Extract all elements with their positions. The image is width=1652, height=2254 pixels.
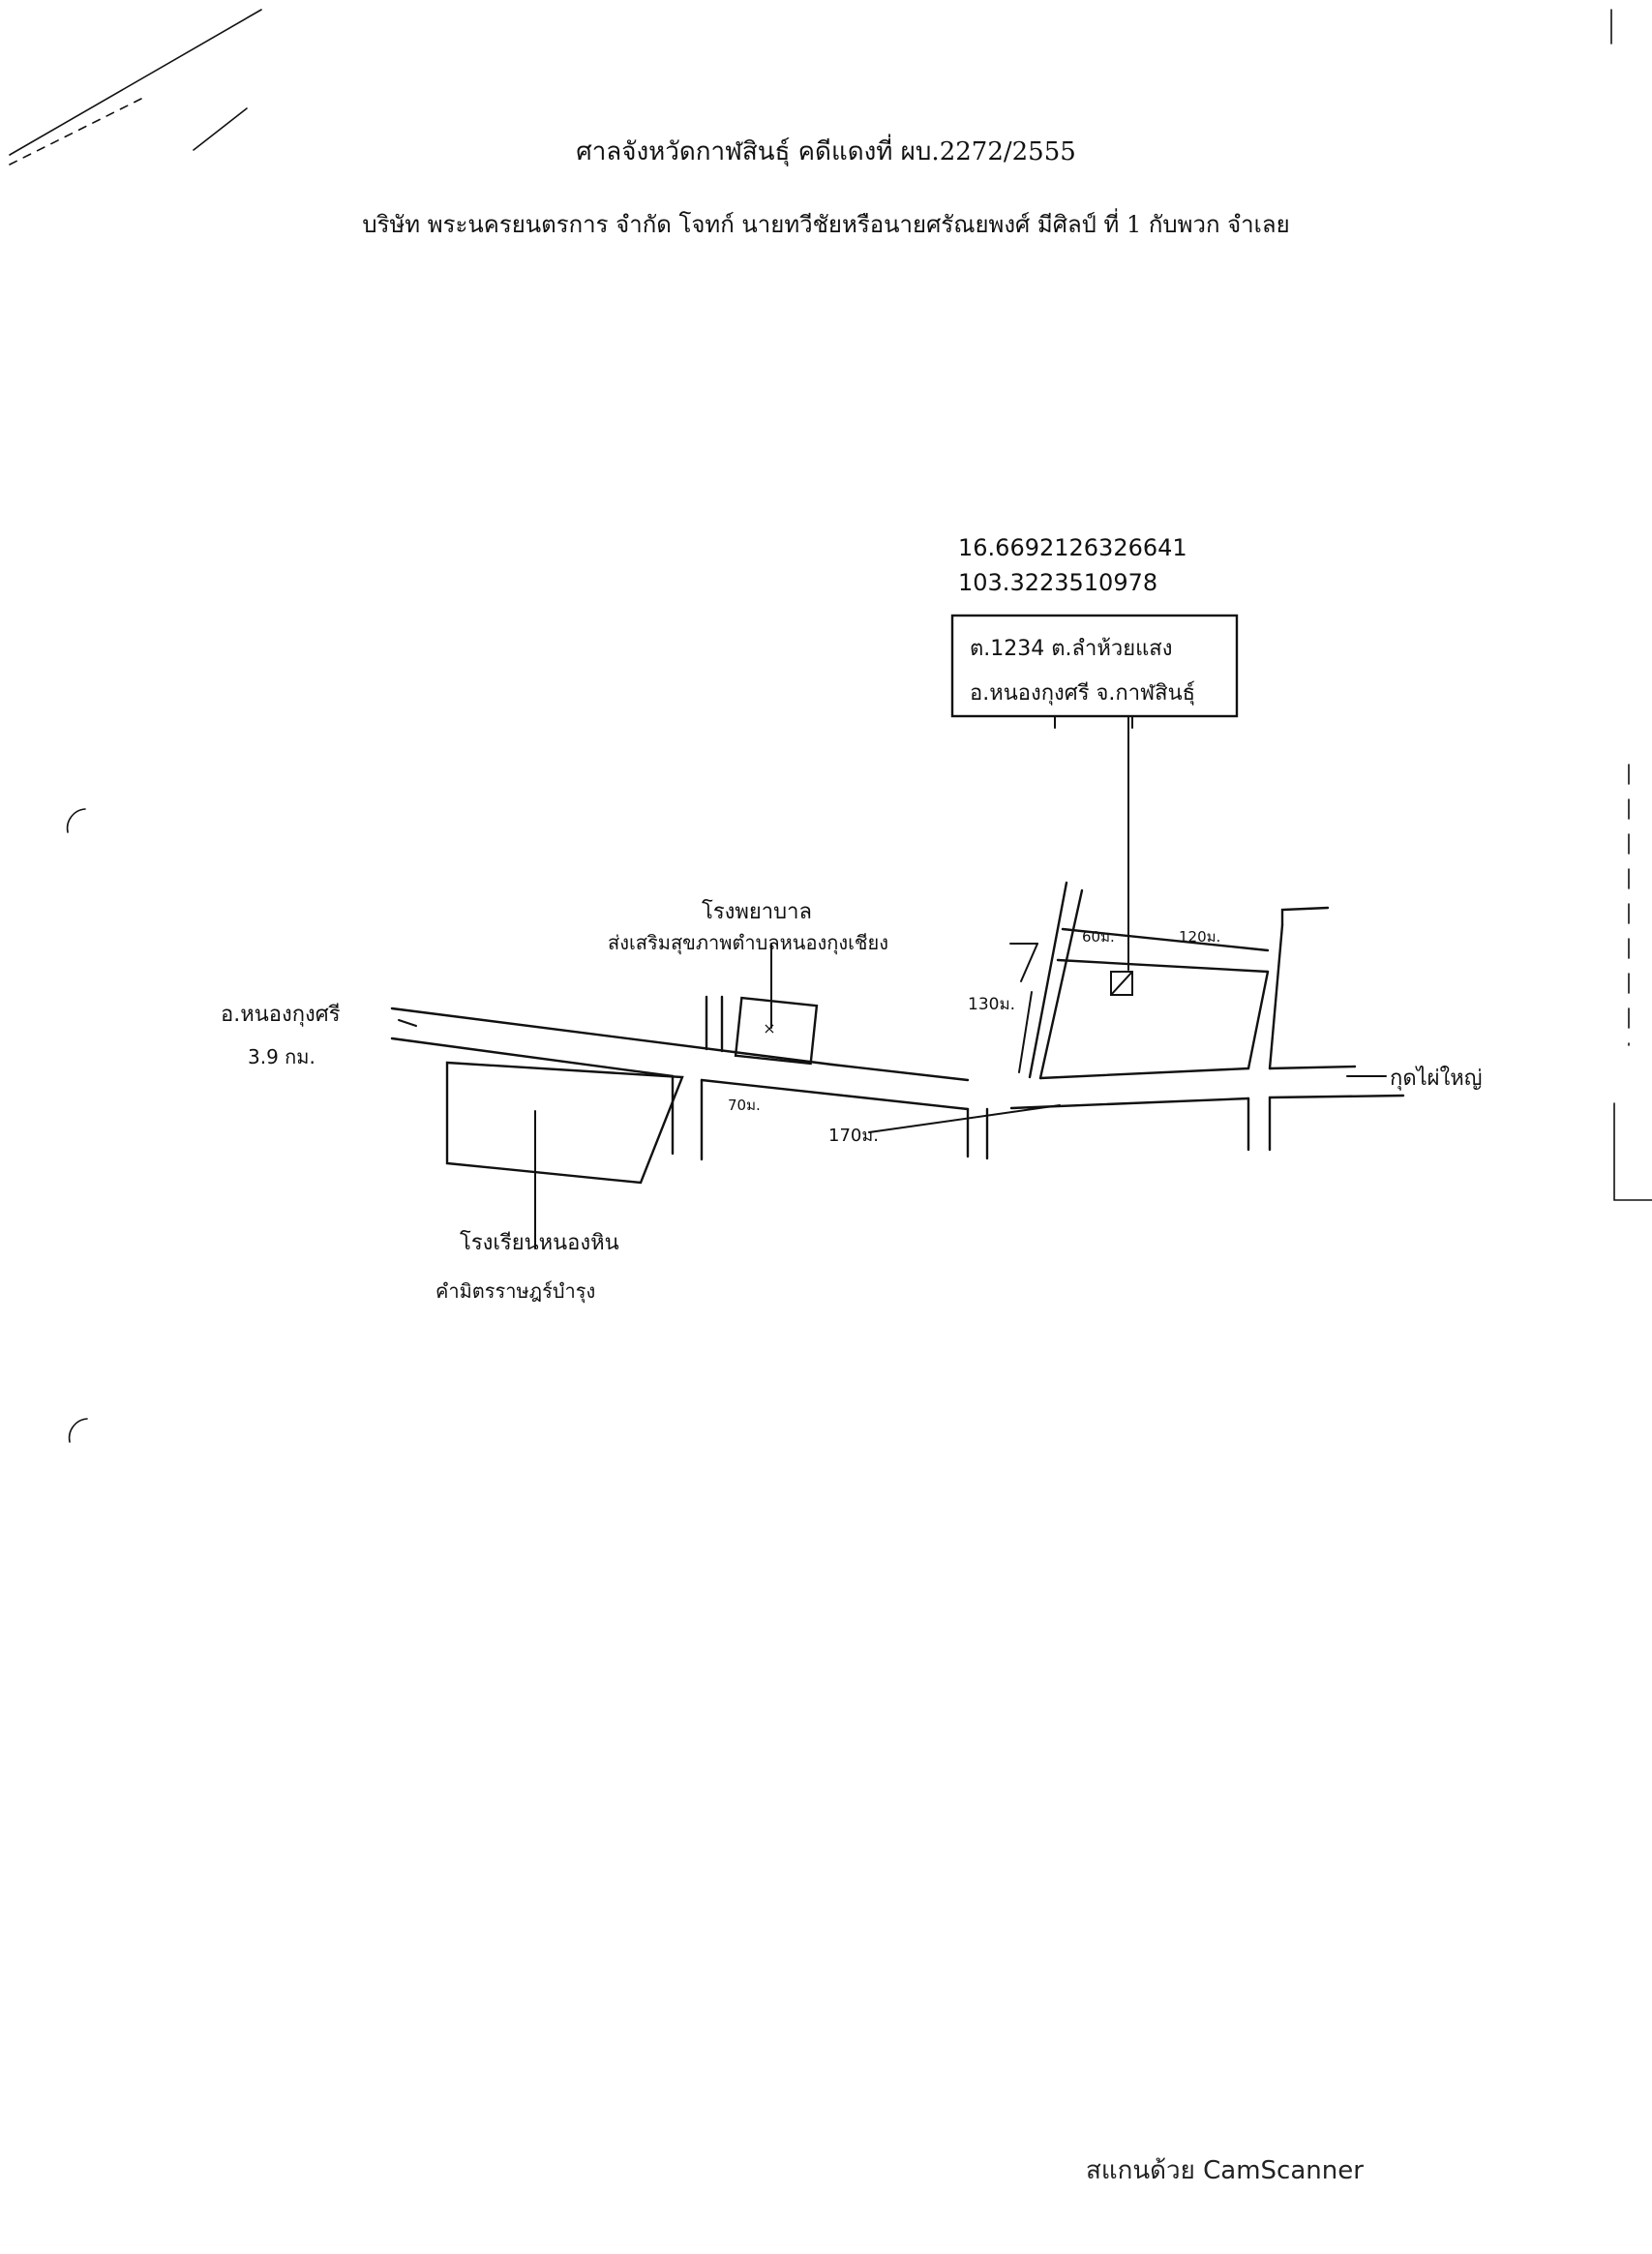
distance-70m: 70ม. (728, 1097, 761, 1114)
address-line-1: ต.1234 ต.ลำห้วยแสง (970, 637, 1173, 661)
address-line-2: อ.หนองกุงศรี จ.กาฬสินธุ์ (970, 681, 1196, 706)
side-roads (671, 881, 1330, 1161)
east-destination-label: กุดไผ่ใหญ่ (1390, 1067, 1483, 1091)
school-building (445, 1061, 684, 1185)
hospital-label-detail: ส่งเสริมสุขภาพตำบลหนองกุงเชียง (608, 931, 888, 954)
coordinate-latitude: 16.6692126326641 (958, 534, 1187, 561)
west-destination-label: อ.หนองกุงศรี (221, 1003, 341, 1027)
court-case-heading: ศาลจังหวัดกาฬสินธุ์ คดีแดงที่ ผบ.2272/25… (576, 137, 1076, 166)
distance-60m: 60ม. (1082, 928, 1115, 946)
address-box (950, 614, 1239, 718)
scanner-watermark: สแกนด้วย CamScanner (1086, 2156, 1364, 2185)
scan-artifacts (9, 9, 1652, 1443)
main-road (390, 1007, 1405, 1111)
distance-170m: 170ม. (828, 1126, 879, 1146)
hospital-building (734, 996, 819, 1066)
location-pin-icon (1110, 971, 1133, 996)
school-label-detail: คำมิตรราษฎร์บำรุง (436, 1279, 596, 1303)
hospital-marker-icon: × (763, 1019, 775, 1037)
school-label: โรงเรียนหนองหิน (460, 1231, 619, 1255)
hospital-label: โรงพยาบาล (702, 900, 812, 924)
coordinate-longitude: 103.3223510978 (958, 569, 1158, 596)
west-destination-distance: 3.9 กม. (248, 1045, 315, 1068)
distance-130m: 130ม. (968, 995, 1016, 1014)
distance-120m: 120ม. (1179, 928, 1221, 946)
pointer-lines (398, 715, 1387, 1249)
case-parties-line: บริษัท พระนครยนตรการ จำกัด โจทก์ นายทวีช… (362, 211, 1290, 238)
